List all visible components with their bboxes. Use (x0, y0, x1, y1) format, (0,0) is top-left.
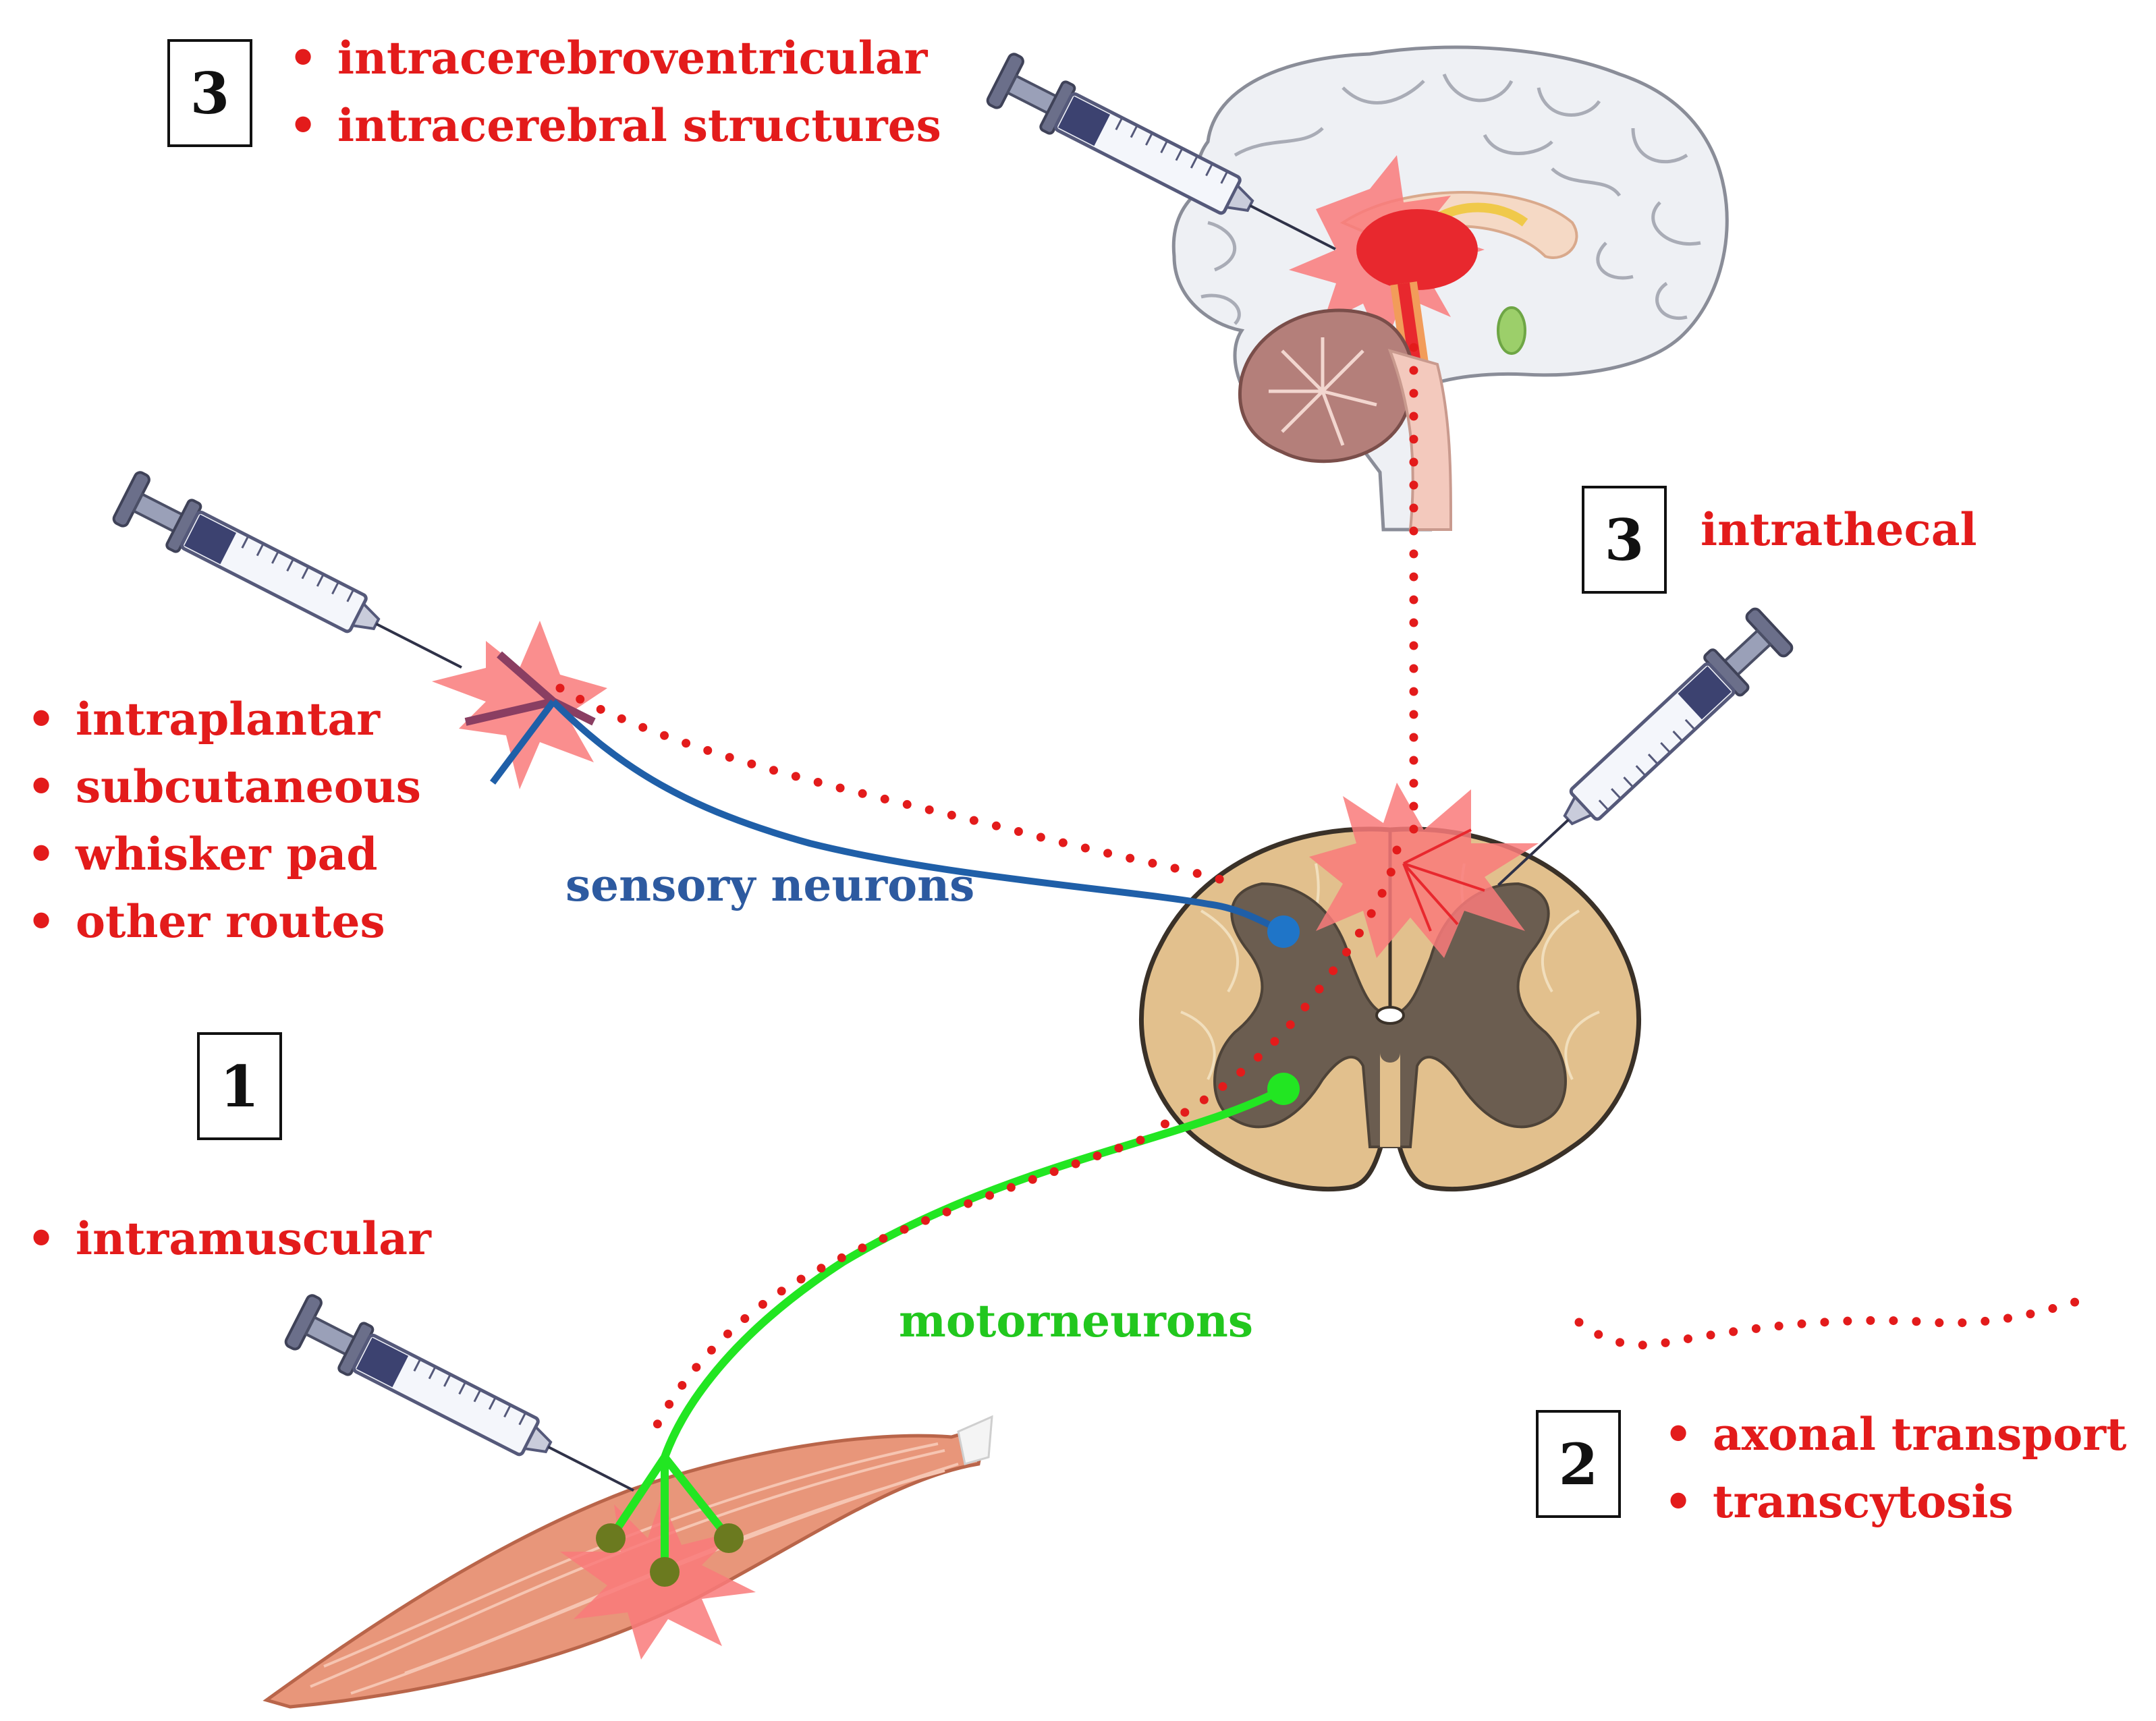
spinal-cord-icon (1139, 783, 1641, 1191)
route-number-muscle: 1 (197, 1032, 282, 1140)
transport-legend-dots (1574, 1297, 2080, 1350)
motor-neuron-path (607, 1085, 1286, 1572)
brain-route-list: intracerebroventricular intracerebral st… (289, 24, 941, 159)
mechanism-item-axonal-transport: axonal transport (1664, 1401, 2127, 1468)
route-number-brain: 3 (167, 39, 252, 147)
motor-endplate (714, 1523, 744, 1553)
transport-path-sensory (555, 683, 1240, 888)
peripheral-route-list: intraplantar subcutaneous whisker pad ot… (27, 685, 421, 955)
syringe-icon (112, 471, 474, 693)
motor-neuron-terminal (1267, 1073, 1300, 1105)
brain-icon (1171, 45, 1729, 532)
sensory-neuron-terminal (1267, 915, 1300, 948)
sensory-neurons-label: sensory neurons (565, 859, 975, 911)
transport-mechanism-list: axonal transport transcytosis (1664, 1401, 2127, 1535)
route-number-intrathecal: 3 (1582, 486, 1667, 594)
mechanism-item-transcytosis: transcytosis (1664, 1468, 2127, 1535)
route-item-intramuscular: intramuscular (27, 1205, 431, 1272)
transport-path-cord (1142, 845, 1402, 1138)
route-item-intracerebral: intracerebral structures (289, 92, 941, 159)
injection-burst-icon (432, 621, 607, 789)
route-item-subcutaneous: subcutaneous (27, 753, 421, 820)
motorneurons-label: motorneurons (899, 1295, 1254, 1347)
route-item-intracerebroventricular: intracerebroventricular (289, 24, 941, 92)
motor-endplate (650, 1557, 680, 1587)
muscle-icon (262, 1415, 993, 1709)
route-item-whisker-pad: whisker pad (27, 820, 421, 888)
axonal-transport-paths (555, 343, 2080, 1448)
transport-path-motor (643, 1135, 1145, 1448)
motor-endplate (596, 1523, 626, 1553)
muscle-route-list: intramuscular (27, 1205, 431, 1272)
syringe-icon (284, 1294, 646, 1516)
route-item-other-routes: other routes (27, 888, 421, 955)
route-item-intraplantar: intraplantar (27, 685, 421, 753)
sensory-neuron-path (551, 699, 1284, 934)
route-number-transport: 2 (1536, 1410, 1621, 1518)
route-label-intrathecal: intrathecal (1701, 503, 1977, 556)
